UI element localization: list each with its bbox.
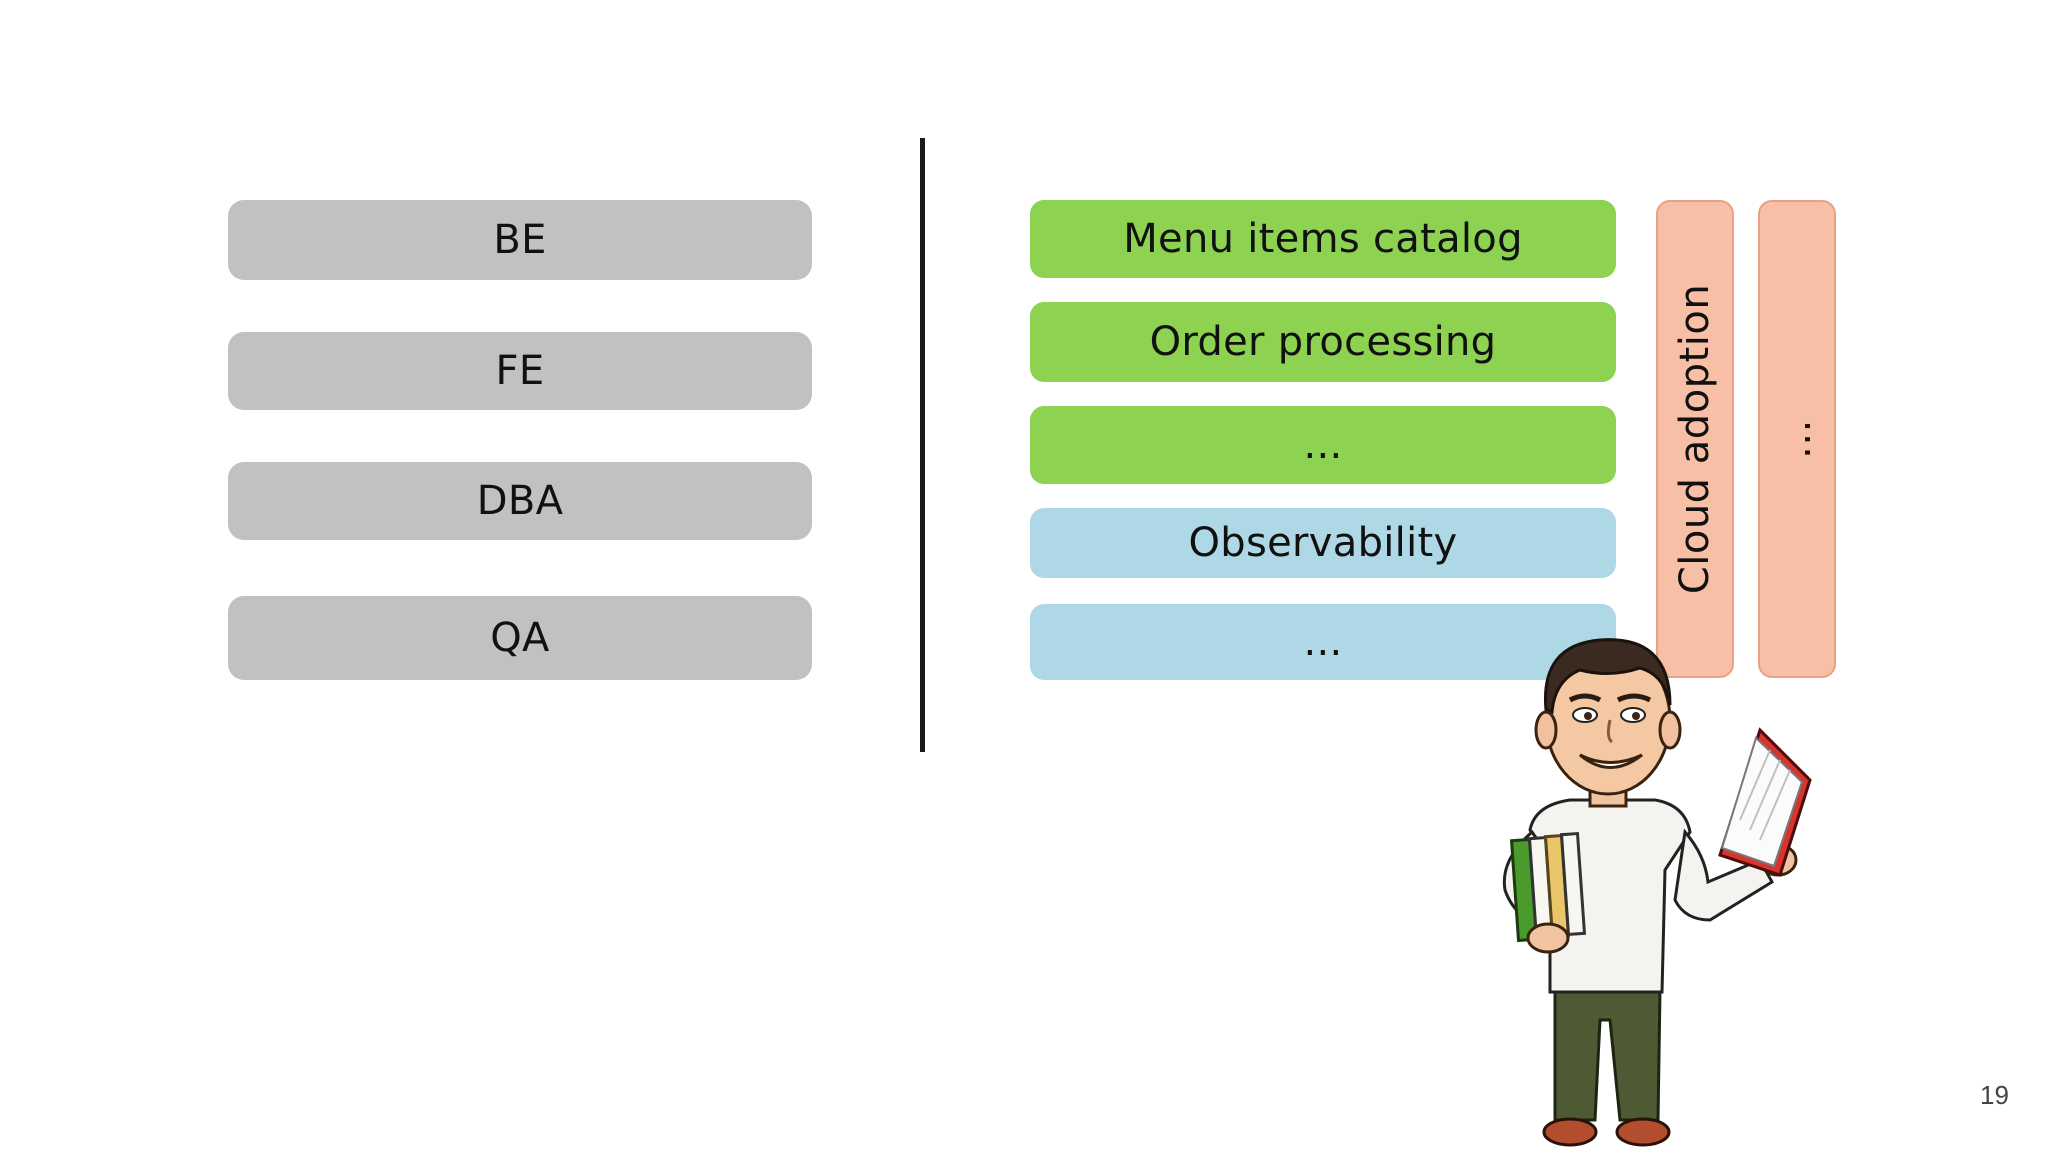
team-label: Observability xyxy=(1188,520,1458,566)
team-box-more-enabling: ... xyxy=(1758,200,1836,678)
role-label: FE xyxy=(495,348,545,394)
team-label: Order processing xyxy=(1149,319,1497,365)
team-box-more-platform: ... xyxy=(1030,604,1616,680)
cartoon-man-reading-book-icon xyxy=(1502,638,1812,1147)
team-label: Menu items catalog xyxy=(1123,216,1523,262)
team-box-cloud-adoption: Cloud adoption xyxy=(1656,200,1734,678)
page-number: 19 xyxy=(1980,1080,2009,1110)
team-label: ... xyxy=(1303,422,1343,468)
team-label: ... xyxy=(1303,619,1343,665)
role-box-be: BE xyxy=(228,200,812,280)
team-label: ... xyxy=(1774,419,1820,459)
role-label: BE xyxy=(493,217,547,263)
team-box-more-domain: ... xyxy=(1030,406,1616,484)
role-box-fe: FE xyxy=(228,332,812,410)
role-box-dba: DBA xyxy=(228,462,812,540)
team-box-order-processing: Order processing xyxy=(1030,302,1616,382)
role-label: DBA xyxy=(476,478,564,524)
team-label: Cloud adoption xyxy=(1672,283,1718,595)
vertical-divider xyxy=(920,138,925,752)
team-box-menu-items-catalog: Menu items catalog xyxy=(1030,200,1616,278)
role-box-qa: QA xyxy=(228,596,812,680)
team-box-observability: Observability xyxy=(1030,508,1616,578)
role-label: QA xyxy=(490,615,550,661)
